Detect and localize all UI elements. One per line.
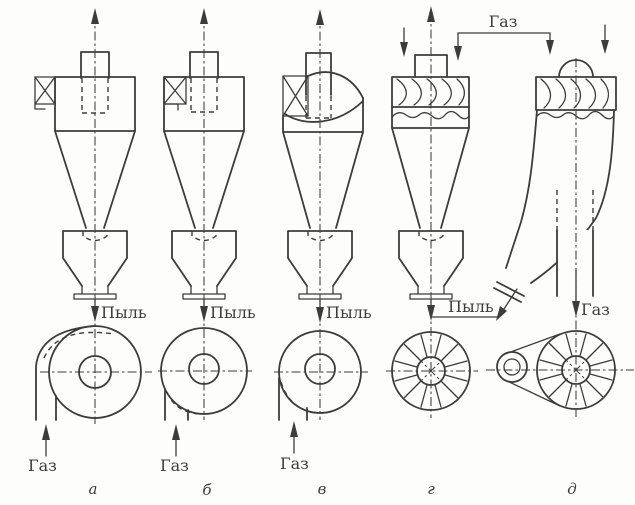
gas-arrowhead	[172, 424, 180, 440]
cyclone-unit-a	[34, 8, 152, 457]
gas-label-d: Газ	[581, 300, 610, 319]
cyclone-unit-b	[158, 8, 252, 457]
dust-arrowhead	[200, 306, 208, 322]
labels: Пыль Пыль Пыль Пыль Газ Газ Газ Газ Газ …	[28, 12, 610, 499]
dust-diagonal-arrowhead	[496, 306, 507, 321]
dust-label-a: Пыль	[101, 303, 147, 322]
cyclone-unit-g	[386, 6, 478, 418]
variant-letter-d: д	[567, 480, 577, 498]
vortex-wave-line	[392, 110, 470, 120]
volute-duct	[278, 377, 308, 421]
variant-letter-v: в	[318, 480, 327, 498]
inlet-box-cross-icon	[163, 76, 187, 105]
gas-tube-hidden	[556, 190, 594, 230]
outlet-pipe	[305, 52, 332, 96]
gas-up-arrowhead	[316, 9, 324, 25]
gas-label-a: Газ	[28, 456, 57, 475]
dust-label-v: Пыль	[326, 303, 372, 322]
cone	[282, 131, 364, 229]
body-right-wall-duct	[530, 109, 615, 284]
dust-outlet-flange	[493, 281, 525, 303]
gas-inlet-annotation-top	[454, 24, 609, 61]
inlet-box	[282, 75, 309, 117]
dust-arrowhead	[91, 306, 99, 322]
cyclone-unit-d	[486, 58, 634, 418]
gas-tube-fill	[558, 230, 592, 296]
inner-tube-hidden	[190, 78, 218, 113]
volute-duct	[35, 325, 96, 421]
wheel-diagonal-axes	[403, 343, 459, 399]
inlet-down-arrowhead	[400, 42, 408, 57]
bin-neck-flange	[182, 285, 226, 300]
fan-eye	[304, 353, 336, 385]
inlet-box-foot	[34, 103, 46, 110]
belt-lines	[504, 333, 561, 407]
gas-up-arrowhead	[427, 6, 435, 22]
gas-arrowhead	[290, 421, 298, 437]
inner-tube-hidden	[81, 78, 109, 114]
swirl-vanes	[396, 78, 466, 106]
bin-neck-flange	[73, 285, 117, 300]
cyclone-unit-v	[274, 9, 368, 454]
outlet-pipe	[80, 51, 110, 79]
cone	[163, 130, 245, 229]
body-left-wall	[505, 109, 538, 269]
fan-eye	[188, 353, 220, 385]
volute-scroll-hidden	[166, 391, 204, 415]
drive-pulley-outer	[496, 351, 528, 383]
dust-diagonal-arrow-line	[501, 288, 518, 313]
inlet-box	[34, 76, 56, 105]
inlet-box-foot	[163, 103, 179, 111]
swirl-vanes	[540, 78, 610, 109]
dust-bin	[398, 230, 464, 287]
inlet-box-cross-icon	[34, 76, 56, 105]
inner-tube-hidden	[305, 96, 332, 119]
bin-cone-tip-hidden	[418, 231, 444, 242]
gas-up-arrowhead	[91, 8, 99, 24]
dust-arrowhead	[316, 307, 324, 323]
variant-letter-g: г	[427, 480, 435, 498]
volute-scroll-hidden	[280, 381, 323, 414]
far-right-arrowhead	[601, 40, 609, 54]
gas-tube-walls	[556, 229, 594, 297]
bin-neck-flange	[409, 285, 453, 300]
gas-label-top: Газ	[489, 12, 518, 31]
gas-arrowhead	[42, 424, 50, 440]
bin-cone-tip-hidden	[191, 231, 217, 242]
gas-down-arrowhead	[572, 301, 580, 317]
outlet-pipe	[189, 51, 219, 79]
cone	[54, 130, 136, 229]
bin-neck-flange	[298, 285, 342, 300]
helical-roof-upper	[307, 71, 364, 99]
gas-label-v: Газ	[280, 454, 309, 473]
dust-bin	[171, 230, 237, 287]
helical-roof-lower	[284, 100, 364, 123]
variant-letter-a: а	[89, 480, 98, 498]
drive-pulley-inner	[503, 358, 521, 376]
inlet-box-cross-icon	[282, 75, 309, 117]
bin-cone-tip-hidden	[82, 231, 108, 242]
dust-arrowhead	[427, 305, 435, 321]
body-shell	[282, 97, 364, 133]
gas-up-arrowhead	[200, 8, 208, 24]
left-down-arrowhead	[454, 46, 462, 61]
dust-bin	[62, 230, 128, 287]
dust-bin	[287, 230, 353, 287]
bin-cone-tip-hidden	[307, 231, 333, 242]
gas-label-b: Газ	[160, 456, 189, 475]
swirl-vane-ring	[391, 76, 470, 108]
dust-label-b: Пыль	[210, 303, 256, 322]
right-down-arrowhead	[546, 40, 554, 55]
cone	[391, 127, 470, 229]
outlet-pipe	[414, 54, 448, 78]
dust-label-gd: Пыль	[448, 297, 494, 316]
body-band	[391, 106, 470, 129]
variant-letter-b: б	[202, 481, 212, 499]
